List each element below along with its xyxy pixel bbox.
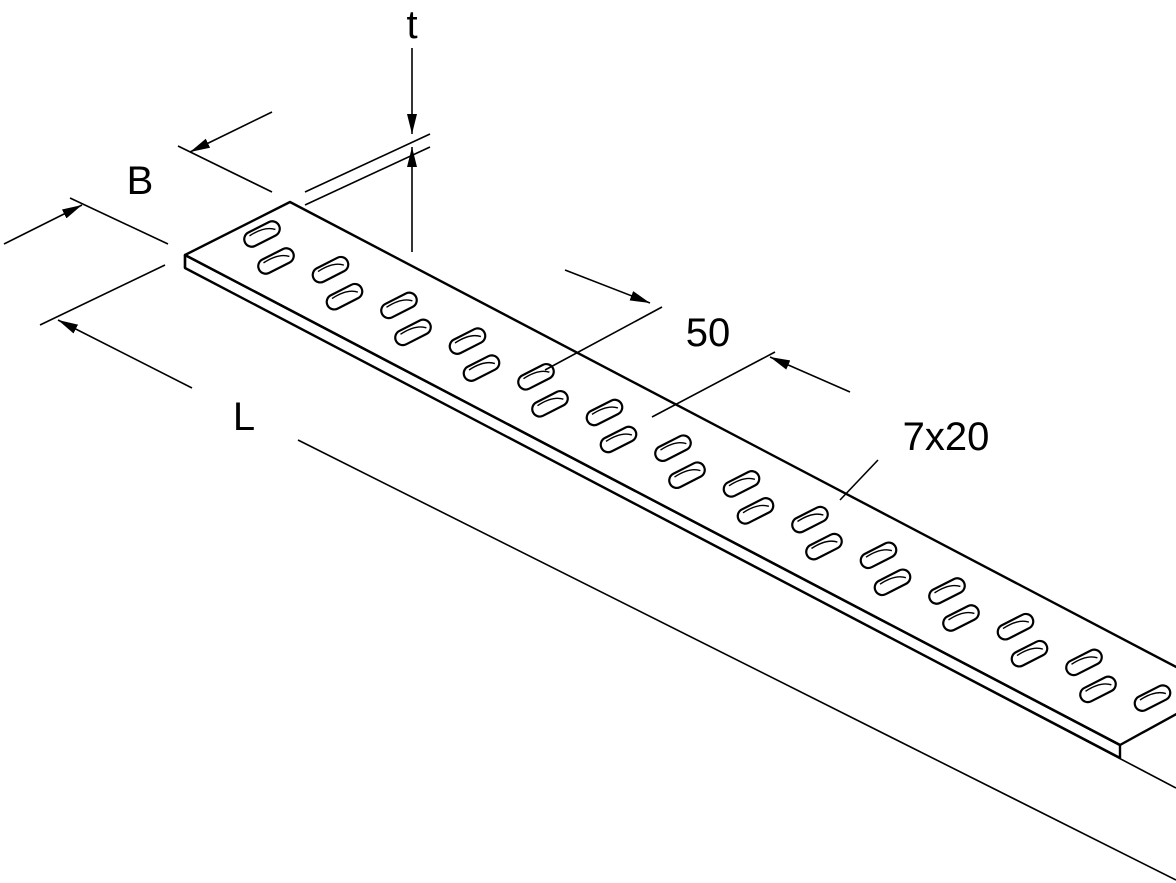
slot (517, 362, 555, 391)
width-extension-front (69, 197, 169, 245)
slot (599, 425, 638, 454)
length-extension (39, 264, 166, 326)
width-arrow-front (3, 204, 83, 245)
slot (1065, 648, 1103, 677)
slot (448, 327, 487, 355)
pitch-extension-left (544, 306, 663, 371)
slot (942, 604, 980, 632)
pitch-extension-right (651, 351, 776, 418)
slot (668, 461, 706, 490)
strip-bottom-line (184, 267, 1176, 789)
length-dimension-line (297, 439, 1176, 881)
slot (736, 497, 775, 525)
pitch-arrow-right (769, 356, 851, 393)
width-dimension: B (3, 111, 273, 245)
slot (585, 398, 624, 427)
slot (531, 389, 569, 418)
slot (1133, 684, 1172, 712)
pitch-arrow-left (564, 269, 651, 304)
slot (873, 568, 912, 597)
slot (1079, 675, 1117, 704)
slot-size-label: 7x20 (903, 415, 990, 459)
length-label: L (233, 395, 255, 439)
length-arrow (57, 319, 193, 389)
slot-size-callout: 7x20 (839, 415, 990, 501)
slot (380, 291, 418, 320)
slot (462, 354, 501, 382)
thickness-dimension: t (304, 3, 431, 252)
slot (722, 470, 761, 498)
slot (859, 541, 898, 570)
slot (654, 434, 692, 463)
width-label: B (127, 159, 154, 203)
slot (1010, 639, 1049, 668)
perforated-strip (183, 200, 1176, 789)
pitch-label: 50 (686, 311, 731, 355)
slot (394, 318, 432, 347)
slot-pattern (243, 220, 1172, 712)
slot (805, 532, 843, 561)
thickness-label: t (406, 3, 417, 47)
slot-size-leader (839, 459, 879, 501)
length-dimension: L (39, 264, 1176, 881)
slot (311, 255, 350, 284)
width-extension-back (177, 145, 273, 193)
slot (928, 577, 966, 605)
strip-front-edge (183, 253, 1122, 760)
slot (325, 282, 364, 311)
slot (243, 220, 281, 248)
slot (996, 612, 1035, 641)
pitch-dimension: 50 (544, 269, 851, 418)
thickness-extension-top (304, 133, 431, 193)
slot (791, 505, 829, 534)
slot (257, 247, 295, 275)
width-arrow-back (189, 111, 273, 153)
